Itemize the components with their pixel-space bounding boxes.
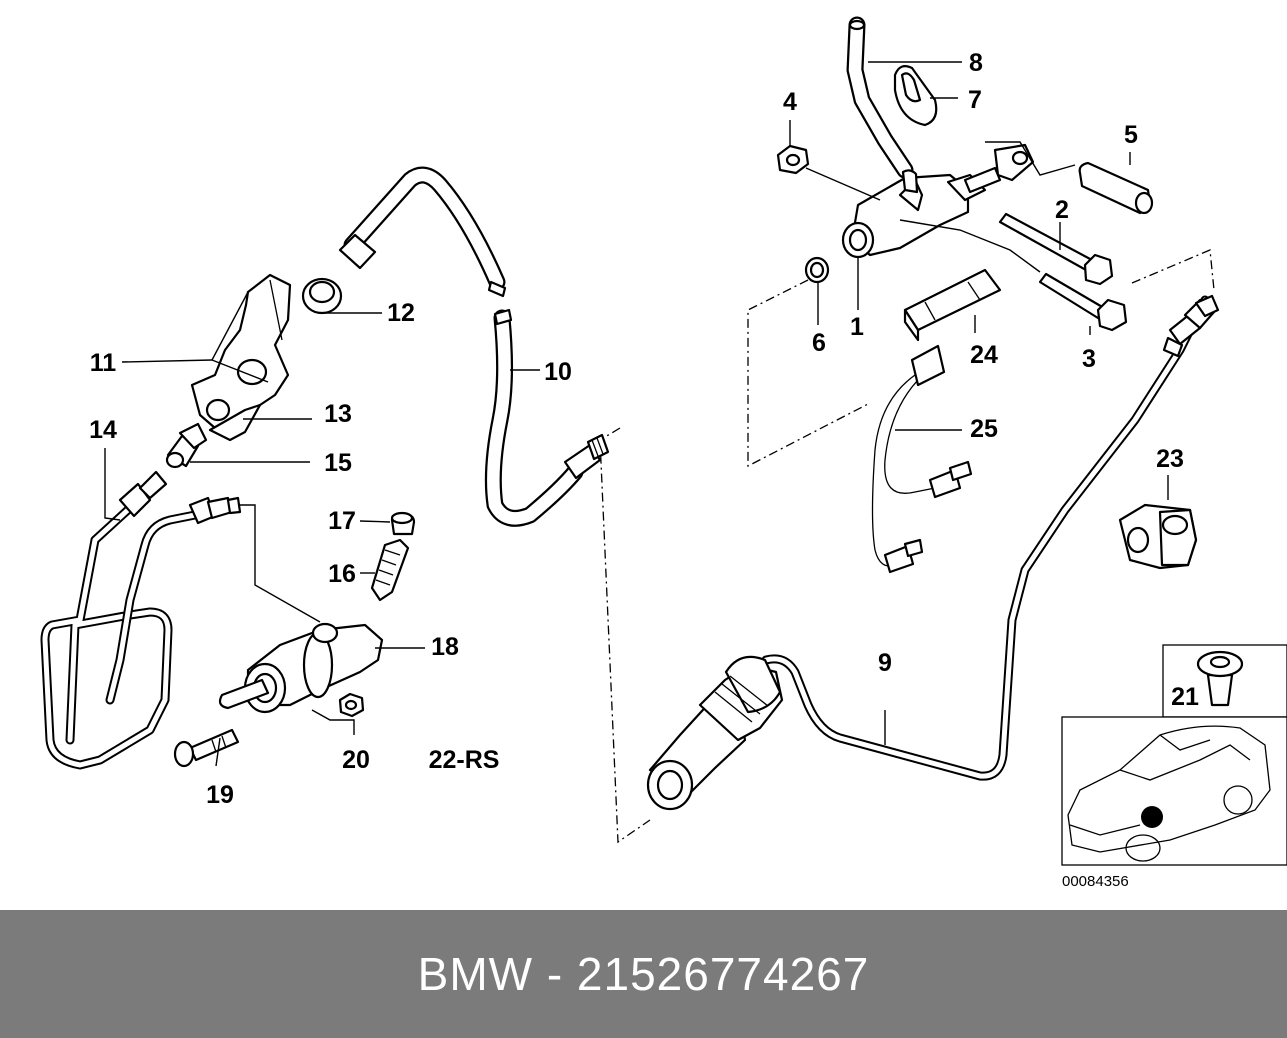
- diagram-reference-number: 00084356: [1062, 873, 1129, 890]
- callout-3: 3: [1082, 345, 1096, 373]
- connector-boot: [646, 655, 784, 811]
- callout-8: 8: [969, 49, 983, 77]
- leader-lines-left: [104, 291, 540, 767]
- callout-17: 17: [328, 507, 356, 535]
- callout-9: 9: [878, 649, 892, 677]
- pin-5: [1078, 161, 1154, 215]
- callout-10: 10: [544, 358, 572, 386]
- slave-cylinder-18: [218, 622, 384, 714]
- clutch-hose-10: [338, 166, 610, 527]
- callout-4: 4: [783, 88, 797, 116]
- callout-11: 11: [90, 349, 117, 377]
- seal-ring-6: [804, 256, 830, 284]
- clip-7: [893, 65, 938, 127]
- banner-title: BMW - 21526774267: [417, 948, 870, 1000]
- retainer-23: [1118, 503, 1198, 570]
- nut-4: [776, 144, 810, 175]
- pipe-line-14: [40, 470, 242, 770]
- callout-15: 15: [324, 449, 352, 477]
- vent-hose-8: [846, 16, 914, 179]
- sensor-24: [903, 268, 1002, 342]
- callout-13: 13: [324, 400, 352, 428]
- callout-16: 16: [328, 560, 356, 588]
- callout-1: 1: [850, 313, 864, 341]
- union-fitting-15: [165, 422, 208, 469]
- master-cylinder-1: [841, 143, 1035, 259]
- callout-21: 21: [1171, 683, 1199, 711]
- wiring-harness-25: [871, 344, 973, 574]
- callout-25: 25: [970, 415, 998, 443]
- callout-18: 18: [431, 633, 459, 661]
- callout-12: 12: [387, 299, 415, 327]
- callout-19: 19: [206, 781, 234, 809]
- callout-14: 14: [89, 416, 117, 444]
- footer-banner: BMW - 21526774267: [0, 910, 1287, 1038]
- parts-diagram: 1 2 3 4 5 6 7 8 9 10 11 12 13 14 15 16 1…: [40, 16, 1287, 890]
- inset-part-21: [1162, 644, 1287, 718]
- callout-6: 6: [812, 329, 826, 357]
- bleeder-screw-16: [370, 538, 410, 602]
- callout-2: 2: [1055, 196, 1069, 224]
- grommet-12: [301, 277, 343, 315]
- bolts-2-3: [998, 212, 1128, 332]
- callout-20: 20: [342, 746, 370, 774]
- callout-22-rs: 22-RS: [429, 746, 500, 774]
- bolt-19: [173, 728, 240, 768]
- dust-cap-17: [390, 511, 416, 536]
- leader-lines-right: [789, 61, 1169, 745]
- callout-23: 23: [1156, 445, 1184, 473]
- inset-car-location: [1061, 716, 1287, 866]
- callout-7: 7: [968, 86, 982, 114]
- callout-24: 24: [970, 341, 998, 369]
- callout-labels: 1 2 3 4 5 6 7 8 9 10 11 12 13 14 15 16 1…: [89, 49, 1199, 890]
- callout-5: 5: [1124, 121, 1138, 149]
- pressure-pipe-9: [761, 294, 1220, 781]
- bracket-11: [190, 273, 292, 442]
- nut-20: [338, 692, 365, 718]
- dashed-reference-lines: [599, 249, 1215, 844]
